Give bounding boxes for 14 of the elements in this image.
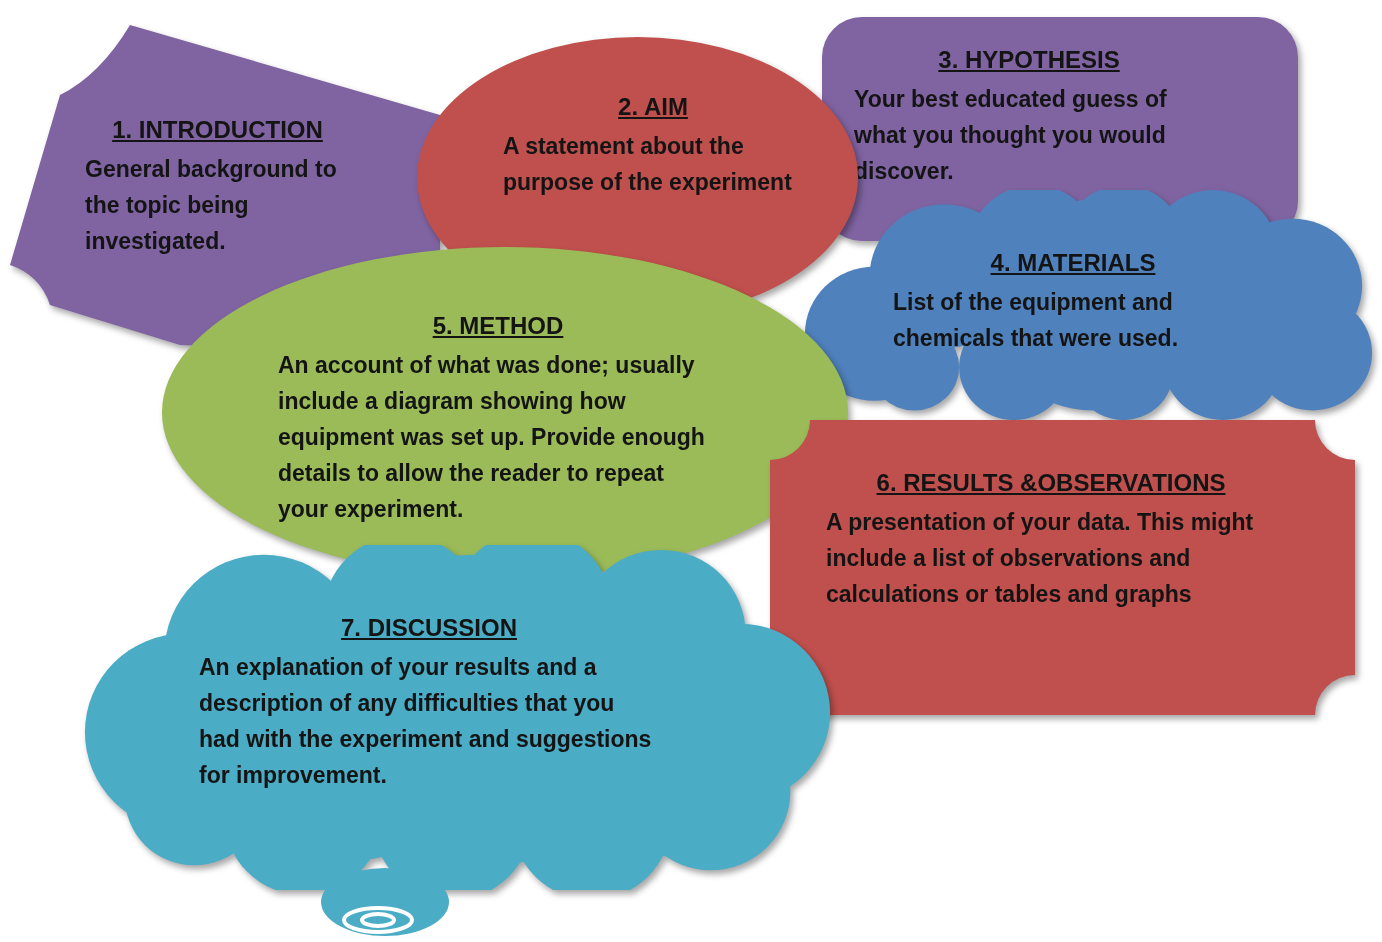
heading: 2. AIM [618,92,688,122]
heading: 1. INTRODUCTION [112,115,323,145]
heading: 3. HYPOTHESIS [938,45,1120,75]
heading: 5. METHOD [432,311,564,341]
description: General background to the topic being investigated. [85,155,338,256]
heading: 7. DISCUSSION [340,613,517,643]
description: An explanation of your results and a description of any difficulties that you had with the experiment and suggestions for improvement. [199,653,653,790]
description: An account of what was done; usually include a diagram showing how equipment was set up. Provide enough details to allow the reader to repeat your experiment. [278,351,706,524]
description: A presentation of your data. This might include a list of observations and calculations or tables and graphs [826,508,1255,609]
description: List of the equipment and chemicals that were used. [893,288,1180,353]
heading: 4. MATERIALS [990,248,1156,278]
heading: 6. RESULTS &OBSERVATIONS [876,468,1226,498]
description: Your best educated guess of what you thought you would discover. [854,85,1168,186]
description: A statement about the purpose of the experiment [503,132,793,197]
